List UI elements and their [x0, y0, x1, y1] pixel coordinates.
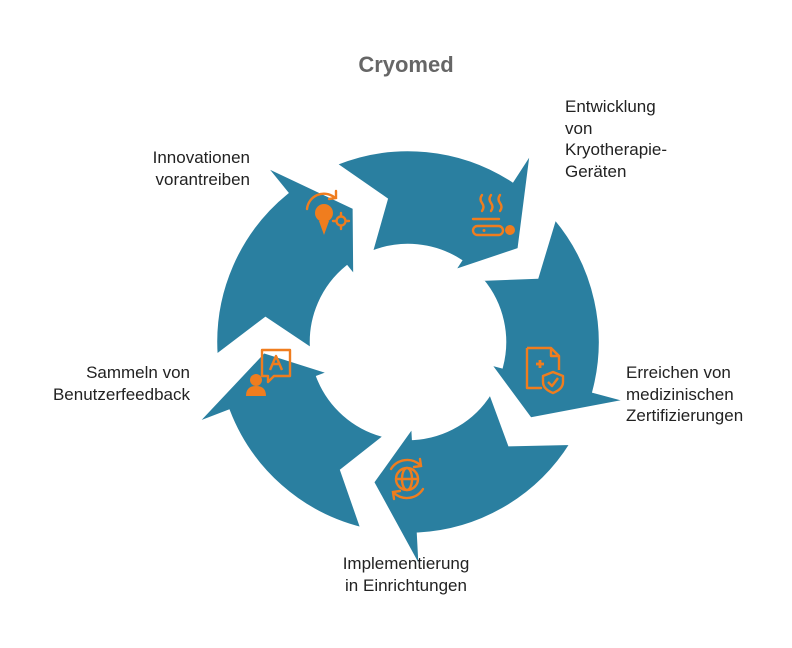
cycle-arrow-segment — [479, 216, 627, 420]
step-label-implementation: Implementierung in Einrichtungen — [342, 554, 470, 595]
cycle-arrow-segment — [214, 165, 356, 358]
step-label-feedback: Sammeln von Benutzerfeedback — [52, 363, 190, 404]
step-label-innovation: Innovationen vorantreiben — [152, 148, 250, 189]
diagram-title: Cryomed — [358, 52, 454, 77]
step-label-certification: Erreichen von medizinischen Zertifizieru… — [626, 363, 744, 425]
lightbulb-gear-icon — [305, 189, 351, 235]
cycle-arrow-segment — [371, 390, 574, 569]
user-feedback-icon — [246, 348, 292, 396]
globe-refresh-icon — [389, 457, 425, 501]
step-label-development: Entwicklung von Kryotherapie- Geräten — [565, 97, 668, 181]
cycle-arrow-segment — [333, 148, 533, 273]
medical-certificate-shield-icon — [525, 346, 565, 395]
steaming-bed-icon — [471, 193, 515, 237]
cycle-arrow-segment — [196, 350, 388, 531]
